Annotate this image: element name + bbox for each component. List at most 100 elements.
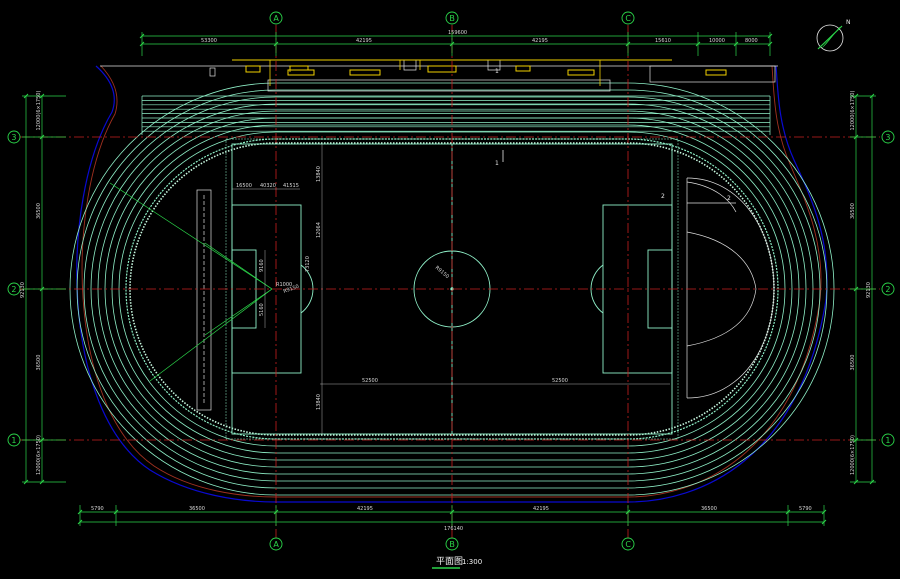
dim-half-right: 52500 [552,378,568,384]
left-total-tick [23,479,29,485]
track-lane-line [90,103,814,475]
right-segment-dim-text: 12000(6×1750) [850,435,856,475]
field-dimensions [232,144,670,434]
grid-label-row: 2 [885,285,890,294]
bottom-segment-dim-text: 42195 [357,506,373,512]
grid-bubble-column [445,11,459,25]
dim-radius-r1000: R1000 [276,282,292,288]
dim-radius-r9150: R9150 [283,284,300,295]
grid-bubble-row [7,433,21,447]
building-yellow-block [349,69,381,76]
right-total-tick [869,479,875,485]
bottom-segment-dim-text: 5790 [799,506,812,512]
building-yellow-block [567,69,595,76]
right-segment-dim-text: 36500 [850,203,856,219]
grid-label-column: B [449,14,455,23]
grid-bubble-column [269,537,283,551]
top-segment-dim-text: 8000 [745,38,758,44]
shot-arc-small [686,181,737,213]
grid-bubble-row [7,130,21,144]
dim-goal-top: 9160 [259,259,265,272]
north-arrow: N [816,19,851,52]
grid-label-column: C [625,14,631,23]
grandstand-building [100,59,778,92]
bottom-segment-dim-text: 42195 [533,506,549,512]
sector-line-2 [149,288,273,382]
javelin-runway [196,189,212,411]
grid-label-column: B [449,540,455,549]
grid-bubble-row [881,433,895,447]
top-segment-dim-text: 15610 [655,38,671,44]
long-jump-arc-large [686,177,775,399]
bottom-segment-dim-text: 5790 [91,506,104,512]
grid-bubble-column [269,11,283,25]
top-segment-dim-text: 10000 [709,38,725,44]
mark-1-top: 1 [495,68,499,75]
mark-1-field: 1 [495,160,499,167]
top-segment-dim-text: 42195 [532,38,548,44]
building-yellow-block [515,65,531,72]
building-door [209,67,216,77]
sector-line-3 [204,242,273,290]
dim-penalty-16500: 16500 [236,183,252,189]
drawing-scale: 1:300 [462,558,482,566]
right-total-tick [869,93,875,99]
left-segment-dim-text: 12000(6×1750) [36,91,42,131]
right-segment-dim-text: 36500 [850,355,856,371]
building-yellow-block [289,65,309,71]
north-arrow-shaft [817,25,843,50]
mark-2-side: 2 [661,193,665,200]
sprint-lanes [141,95,771,135]
left-segment-dim-text: 36500 [36,355,42,371]
bottom-total-tick [821,519,827,525]
mark-2-event: 2 [727,195,731,202]
drawing-title: 平面图 [436,556,463,567]
top-total-dim-text: 159600 [448,30,467,36]
left-field-events [109,182,273,411]
north-arrow-label: N [846,19,851,26]
left-total-dim-text: 92130 [20,282,26,298]
grid-label-column: C [625,540,631,549]
grid-label-row: 1 [885,436,890,445]
grid-label-column: A [273,14,279,23]
grid-label-row: 1 [11,436,16,445]
grid-label-row: 3 [11,133,16,142]
bottom-segment-dim-text: 36500 [189,506,205,512]
top-segment-dim-text: 53300 [201,38,217,44]
dim-vertical-mid: 12064 [316,222,322,238]
grid-bubble-row [881,130,895,144]
dim-half-left: 52500 [362,378,378,384]
sector-line-4 [204,288,273,336]
building-yellow-block [705,69,727,76]
sector-line-1 [109,182,273,290]
discus-arc [686,231,757,347]
left-total-tick [23,93,29,99]
dim-field-width: 73120 [305,256,311,272]
stand-block-right [649,65,776,83]
dim-penalty-41515: 41515 [283,183,299,189]
stand-block [267,79,611,92]
grid-label-row: 2 [11,285,16,294]
grid-bubble-column [445,537,459,551]
building-yellow-elements [209,59,727,86]
dim-vertical-bottom: 13840 [316,394,322,410]
building-yellow-block [427,65,457,73]
dim-goal-bottom: 5160 [259,303,265,316]
left-segment-dim-text: 36500 [36,203,42,219]
right-segment-dim-text: 12000(6×1750) [850,91,856,131]
grid-bubble-column [621,537,635,551]
grid-label-column: A [273,540,279,549]
building-yellow-block [245,65,261,73]
dim-vertical-top: 13840 [316,166,322,182]
grid-bubble-column [621,11,635,25]
bottom-total-tick [77,519,83,525]
top-segment-dim-text: 42195 [356,38,372,44]
grid-bubble-row [881,282,895,296]
dimension-lines: 159600 53300 42195 42195 15610 10000 8000 5790 3… [20,30,876,532]
bottom-segment-dim-text: 36500 [701,506,717,512]
right-field-events [686,177,775,399]
building-yellow-block [287,69,315,76]
